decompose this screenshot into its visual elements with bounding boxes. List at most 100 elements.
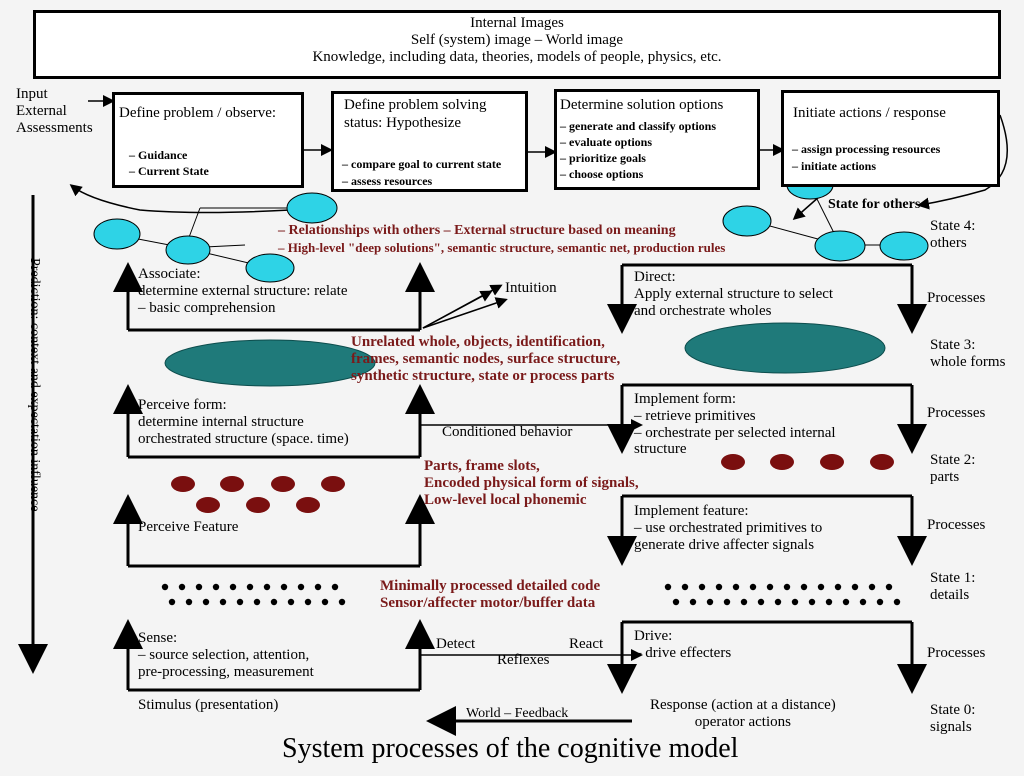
detail-dot — [893, 598, 901, 606]
node-left-3 — [245, 253, 295, 283]
detail-dot — [664, 583, 672, 591]
detail-dot — [842, 598, 850, 606]
state-3-sub: whole forms — [930, 353, 1006, 370]
drive-title: Drive: — [634, 628, 673, 644]
wholes-line-3: synthetic structure, state or process pa… — [351, 367, 615, 384]
solution-options-title: Determine solution options — [560, 97, 724, 113]
state-1-label: State 1: details — [930, 570, 975, 604]
internal-images-line2: Self (system) image – World image — [410, 32, 624, 48]
associate-title: Associate: — [138, 266, 201, 282]
parts-line-2: Encoded physical form of signals, — [424, 474, 639, 491]
perceive-form-title: Perceive form: — [138, 397, 227, 413]
perceive-feature-bracket — [113, 494, 435, 568]
detail-dots — [161, 583, 901, 606]
node-right-2 — [722, 205, 772, 237]
define-status-box: Define problem solving status: Hypothesi… — [331, 91, 528, 192]
response-line-1: Response (action at a distance) — [650, 697, 836, 713]
define-status-title-1: Define problem solving — [344, 97, 487, 113]
detail-dot — [280, 583, 288, 591]
detail-dot — [202, 598, 210, 606]
detail-dot — [885, 583, 893, 591]
react-label: React — [569, 636, 604, 652]
detail-dot — [253, 598, 261, 606]
node-right-3 — [814, 230, 866, 262]
detail-dot — [297, 583, 305, 591]
detail-dot — [185, 598, 193, 606]
perceive-feature-label: Perceive Feature — [138, 519, 239, 535]
direct-line-2: and orchestrate wholes — [634, 302, 772, 319]
implement-feature-line-2: generate drive affecter signals — [634, 536, 815, 553]
state-3-title: State 3: — [930, 337, 976, 353]
stimulus-label: Stimulus (presentation) — [138, 697, 279, 713]
detail-dot — [774, 598, 782, 606]
detail-dot — [706, 598, 714, 606]
define-problem-item-1: – Guidance — [129, 148, 188, 162]
initiate-actions-box: Initiate actions / response – assign pro… — [781, 90, 1000, 187]
detail-dot — [287, 598, 295, 606]
detail-dot — [263, 583, 271, 591]
solution-options-box: Determine solution options – generate an… — [554, 89, 760, 190]
detail-dot — [851, 583, 859, 591]
associate-text: Associate: determine external structure:… — [138, 266, 347, 316]
detail-dot — [791, 598, 799, 606]
response-text: Response (action at a distance) operator… — [650, 697, 836, 731]
detect-label: Detect — [436, 636, 476, 652]
detail-dot — [876, 598, 884, 606]
detail-dot — [757, 598, 765, 606]
intuition-label: Intuition — [505, 280, 557, 296]
sense-title: Sense: — [138, 630, 178, 646]
detail-dot — [246, 583, 254, 591]
detail-dot — [212, 583, 220, 591]
direct-text: Direct: Apply external structure to sele… — [634, 269, 833, 319]
detail-dot — [723, 598, 731, 606]
state-1-sub: details — [930, 586, 970, 603]
diagram-caption: System processes of the cognitive model — [282, 733, 739, 764]
state-4-title: State 4: — [930, 218, 976, 234]
state-2-title: State 2: — [930, 452, 976, 468]
detail-dot — [740, 598, 748, 606]
wholes-line-1: Unrelated whole, objects, identification… — [351, 334, 605, 350]
parts-right — [721, 454, 894, 470]
implement-feature-text: Implement feature: – use orchestrated pr… — [634, 503, 822, 553]
node-left-2 — [165, 235, 211, 265]
define-status-item-2: – assess resources — [342, 174, 433, 188]
state-0-title: State 0: — [930, 702, 976, 718]
detail-dot — [161, 583, 169, 591]
internal-images-line3: Knowledge, including data, theories, mod… — [312, 49, 722, 65]
detail-dot — [800, 583, 808, 591]
initiate-item-1: – assign processing resources — [792, 142, 941, 156]
detail-dot — [834, 583, 842, 591]
state-3-label: State 3: whole forms — [930, 337, 1005, 371]
detail-dot — [681, 583, 689, 591]
drive-line-1: – drive effecters — [634, 644, 732, 661]
input-line1: Input — [16, 86, 48, 102]
detail-dot — [783, 583, 791, 591]
implement-feature-bracket — [607, 494, 927, 566]
drive-text: Drive: – drive effecters — [634, 628, 731, 662]
sense-line-2: pre-processing, measurement — [138, 663, 314, 680]
detail-dot — [689, 598, 697, 606]
define-status-title-2: status: Hypothesize — [344, 115, 462, 131]
implement-form-line-1: – retrieve primitives — [634, 407, 756, 424]
perceive-form-line-2: orchestrated structure (space. time) — [138, 430, 349, 447]
arrow-state-others — [792, 195, 821, 220]
detail-dot — [749, 583, 757, 591]
detail-dot — [314, 583, 322, 591]
internal-images-box: Internal Images Self (system) image – Wo… — [33, 10, 1001, 79]
detail-dot — [236, 598, 244, 606]
relationships-line-1: – Relationships with others – External s… — [278, 223, 676, 238]
detail-dot — [817, 583, 825, 591]
relationships-line-2: – High-level "deep solutions", semantic … — [278, 240, 726, 255]
sense-line-1: – source selection, attention, — [138, 646, 310, 663]
input-line2: External — [16, 102, 67, 119]
input-label: Input External Assessments — [16, 86, 93, 136]
implement-form-line-3: structure — [634, 441, 687, 458]
detail-dot — [338, 598, 346, 606]
direct-line-1: Apply external structure to select — [634, 285, 834, 302]
direct-title: Direct: — [634, 269, 676, 285]
state-2-sub: parts — [930, 468, 960, 485]
details-line-2: Sensor/affecter motor/buffer data — [380, 594, 596, 611]
state-for-others: State for others — [828, 197, 921, 212]
left-wholes-ellipse — [164, 339, 376, 387]
solution-item-2: – evaluate options — [560, 135, 653, 149]
